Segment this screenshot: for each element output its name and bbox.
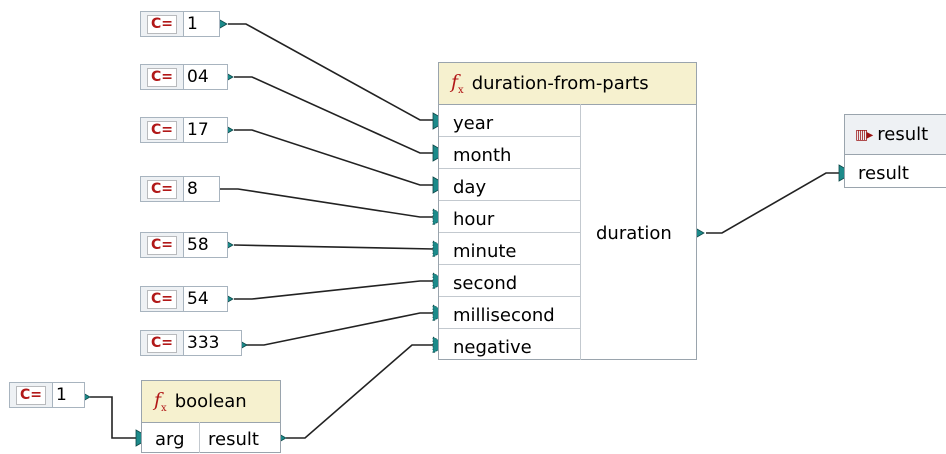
wire-minute <box>233 244 435 250</box>
wire-bool-arg <box>90 396 137 439</box>
output-port-duration[interactable]: duration <box>596 222 672 244</box>
function-icon: fx <box>451 71 464 96</box>
duration-from-parts-function[interactable]: fx duration-from-parts year month day ho… <box>438 62 697 360</box>
wire-month <box>234 76 434 154</box>
wire-negative <box>286 344 434 439</box>
function-icon: fx <box>154 389 167 414</box>
constant-value: 1 <box>53 383 84 407</box>
divider <box>439 264 580 265</box>
constant-icon: C= <box>141 12 184 36</box>
input-port-hour[interactable]: hour <box>453 208 495 230</box>
input-port-year[interactable]: year <box>453 112 494 134</box>
constant-icon: C= <box>141 65 184 89</box>
constant-second[interactable]: C= 54 <box>140 286 228 312</box>
constant-icon: C= <box>141 118 184 142</box>
divider <box>439 296 580 297</box>
constant-value: 58 <box>184 233 227 257</box>
divider <box>580 104 581 360</box>
divider <box>439 200 580 201</box>
input-port-result[interactable]: result <box>858 162 909 184</box>
constant-value: 17 <box>184 118 227 142</box>
output-title: result <box>877 124 929 145</box>
constant-icon: C= <box>141 177 184 201</box>
constant-millisecond[interactable]: C= 333 <box>140 330 242 356</box>
constant-value: 04 <box>184 65 227 89</box>
constant-minute[interactable]: C= 58 <box>140 232 228 258</box>
constant-month[interactable]: C= 04 <box>140 64 228 90</box>
constant-boolean-arg[interactable]: C= 1 <box>9 382 85 408</box>
constant-icon: C= <box>141 233 184 257</box>
boolean-function[interactable]: fx boolean arg result <box>141 380 281 453</box>
constant-icon: C= <box>141 287 184 311</box>
divider <box>439 232 580 233</box>
divider <box>439 136 580 137</box>
input-port-minute[interactable]: minute <box>453 240 517 262</box>
divider <box>439 328 580 329</box>
constant-year[interactable]: C= 1 <box>140 11 220 37</box>
constant-hour[interactable]: C= 8 <box>140 176 220 202</box>
wire-second <box>234 280 434 300</box>
constant-value: 8 <box>184 177 219 201</box>
input-port-arg[interactable]: arg <box>155 428 185 450</box>
wire-millisecond <box>246 312 434 346</box>
function-header[interactable]: fx duration-from-parts <box>439 63 696 105</box>
result-output-component[interactable]: ▥▸ result result <box>844 114 946 188</box>
wire-duration-result <box>706 172 840 234</box>
output-icon: ▥▸ <box>855 126 873 143</box>
constant-value: 333 <box>184 331 241 355</box>
input-port-second[interactable]: second <box>453 272 518 294</box>
input-port-month[interactable]: month <box>453 144 512 166</box>
output-header[interactable]: ▥▸ result <box>845 115 946 155</box>
wire-year <box>228 23 434 121</box>
constant-value: 1 <box>184 12 219 36</box>
function-name: duration-from-parts <box>471 73 649 94</box>
wire-day <box>234 129 434 186</box>
constant-icon: C= <box>141 331 184 355</box>
function-name: boolean <box>174 391 247 412</box>
constant-icon: C= <box>10 383 53 407</box>
constant-value: 54 <box>184 287 227 311</box>
input-port-day[interactable]: day <box>453 176 487 198</box>
constant-day[interactable]: C= 17 <box>140 117 228 143</box>
divider <box>439 168 580 169</box>
input-port-negative[interactable]: negative <box>453 336 532 358</box>
input-port-millisecond[interactable]: millisecond <box>453 304 555 326</box>
function-header[interactable]: fx boolean <box>142 381 280 423</box>
wire-hour <box>220 188 434 218</box>
divider <box>199 422 200 453</box>
output-port-result[interactable]: result <box>208 428 259 450</box>
